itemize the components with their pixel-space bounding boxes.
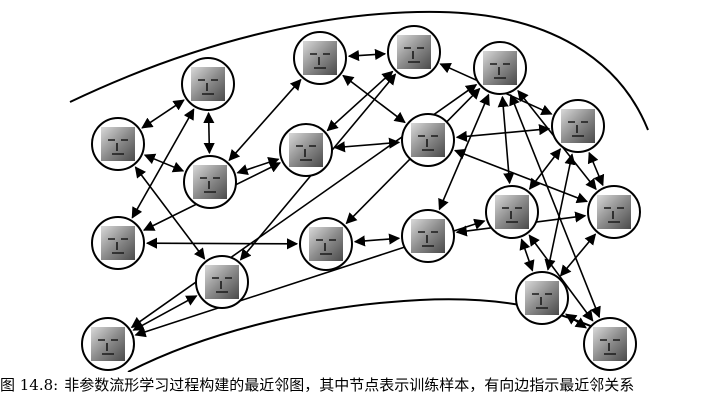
face-features xyxy=(198,79,218,95)
face-features xyxy=(296,145,316,161)
edge-arrow xyxy=(565,313,587,329)
graph-node xyxy=(299,217,353,271)
edge-arrow xyxy=(353,233,401,247)
edge-arrow xyxy=(497,95,515,185)
graph-node xyxy=(515,271,569,325)
edge-arrow xyxy=(347,48,387,62)
face-image xyxy=(411,219,445,253)
graph-node xyxy=(387,25,441,79)
face-image xyxy=(303,41,337,75)
graph-node xyxy=(195,255,249,309)
face-image xyxy=(101,226,135,260)
graph-node xyxy=(551,99,605,153)
face-image xyxy=(483,51,517,85)
face-image xyxy=(309,227,343,261)
graph-node xyxy=(91,117,145,171)
edge-arrow xyxy=(326,70,394,132)
figure-caption: 图 14.8: 非参数流形学习过程构建的最近邻图，其中节点表示训练样本，有向边指示… xyxy=(0,374,712,398)
face-image xyxy=(289,133,323,167)
face-image xyxy=(397,35,431,69)
manifold-upper-boundary xyxy=(69,10,649,131)
caption-text: 非参数流形学习过程构建的最近邻图，其中节点表示训练样本，有向边指示最近邻关系 xyxy=(64,376,635,394)
face-image xyxy=(193,165,227,199)
edge-arrow xyxy=(145,237,299,250)
edge-arrow xyxy=(131,108,195,219)
graph-node xyxy=(81,317,135,371)
graph-node xyxy=(279,123,333,177)
edge-arrow xyxy=(559,233,597,277)
graph-node xyxy=(473,41,527,95)
face-image xyxy=(411,123,445,157)
face-features xyxy=(108,139,128,155)
face-features xyxy=(604,207,624,223)
face-features xyxy=(310,53,330,69)
edge-arrow xyxy=(203,111,215,155)
face-image xyxy=(191,67,225,101)
edge-arrow xyxy=(438,93,490,211)
edge-arrow xyxy=(342,74,406,124)
face-features xyxy=(316,239,336,255)
edge-arrow xyxy=(544,153,576,271)
face-features xyxy=(200,177,220,193)
edge-arrow xyxy=(519,238,535,272)
face-features xyxy=(418,231,438,247)
face-image xyxy=(561,109,595,143)
face-features xyxy=(418,135,438,151)
face-image xyxy=(91,327,125,361)
graph-node xyxy=(401,209,455,263)
graph-node xyxy=(293,31,347,85)
face-image xyxy=(593,327,627,361)
face-features xyxy=(490,63,510,79)
face-image xyxy=(205,265,239,299)
nearest-neighbor-graph xyxy=(69,10,649,372)
edge-arrow xyxy=(141,99,185,129)
face-features xyxy=(108,238,128,254)
edge-arrow xyxy=(587,151,605,187)
graph-node xyxy=(485,185,539,239)
graph-node xyxy=(587,185,641,239)
edge-arrow xyxy=(143,153,185,173)
face-features xyxy=(502,207,522,223)
graph-node xyxy=(583,317,637,371)
graph-node xyxy=(183,155,237,209)
face-image xyxy=(101,127,135,161)
face-features xyxy=(404,47,424,63)
face-features xyxy=(98,339,118,355)
face-features xyxy=(568,121,588,137)
graph-node xyxy=(401,113,455,167)
graph-node xyxy=(91,216,145,270)
face-image xyxy=(495,195,529,229)
face-image xyxy=(597,195,631,229)
face-features xyxy=(600,339,620,355)
caption-label: 图 14.8: xyxy=(0,376,59,394)
graph-node xyxy=(181,57,235,111)
graph-nodes xyxy=(81,25,641,371)
face-features xyxy=(212,277,232,293)
face-image xyxy=(525,281,559,315)
face-features xyxy=(532,293,552,309)
